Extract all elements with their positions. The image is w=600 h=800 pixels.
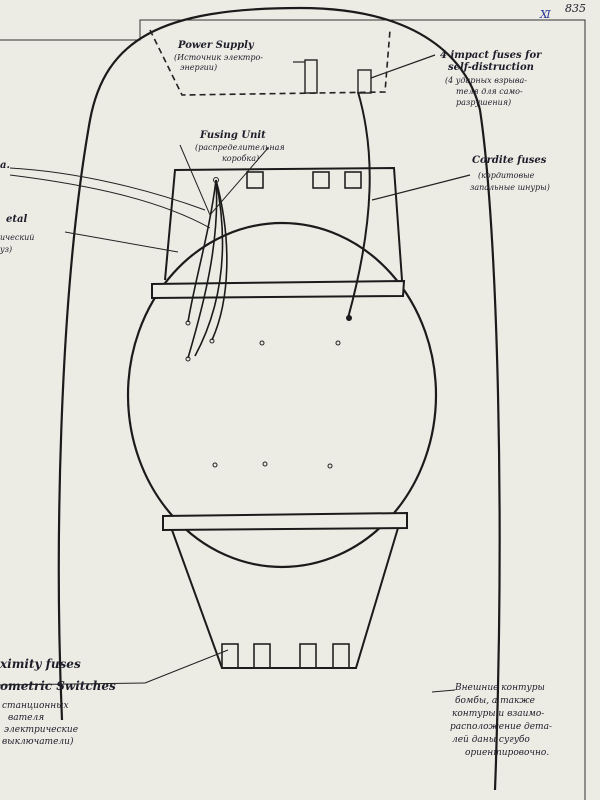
impact-fuses-label-2: self-distruction	[448, 62, 534, 73]
barometric-ru-3: электрические	[4, 725, 78, 735]
cordite-leader	[371, 174, 471, 201]
left-leader-a	[9, 167, 206, 211]
lower-plate	[162, 511, 408, 532]
left-leader-metal	[64, 231, 179, 253]
barometric-switch-notches	[221, 643, 350, 669]
left-edge-label-a: a.	[0, 160, 10, 171]
bomb-outer-contour	[57, 6, 501, 791]
fusing-unit-leader	[179, 144, 269, 216]
sphere-detonator-points	[212, 340, 341, 469]
metal-label: etal	[6, 214, 27, 225]
impact-fuses-ru-1: (4 ударных взрыва-	[445, 76, 527, 85]
fusing-unit-ru-2: коробка)	[222, 154, 259, 163]
barometric-switches-label: ometric Switches	[0, 679, 116, 693]
central-sphere	[126, 221, 438, 569]
note-line-4: расположение дета-	[450, 722, 552, 732]
proximity-leader	[144, 649, 229, 684]
power-supply-ru-2: энергии)	[180, 63, 217, 72]
page-frame	[0, 19, 586, 800]
barometric-ru-2: вателя	[8, 713, 44, 723]
cordite-fuses-ru-2: запальные шнуры)	[470, 183, 550, 192]
impact-fuses-leader	[370, 54, 436, 79]
fusing-unit-ru-1: (распределительная	[195, 143, 285, 152]
cordite-fuses-label: Cordite fuses	[472, 155, 547, 166]
fusing-unit-label: Fusing Unit	[199, 130, 266, 141]
power-supply-label: Power Supply	[177, 40, 255, 51]
upper-fuse-notches	[246, 171, 362, 189]
impact-fuses-ru-2: теля для само-	[456, 87, 523, 96]
impact-fuse-block-left	[304, 59, 318, 94]
note-line-5: лей даны сугубо	[452, 734, 530, 745]
wire-terminals	[185, 177, 219, 362]
barometric-ru-4: выключатели)	[2, 736, 74, 747]
note-line-3: контуры и взаимо-	[452, 709, 544, 719]
metal-ru-2: уз)	[0, 245, 12, 254]
fusing-unit-wires	[187, 179, 228, 359]
cordite-fuses-ru-1: (кордитовые	[478, 171, 535, 180]
note-line-1: Внешние контуры	[454, 683, 545, 693]
lower-trapezoid-housing	[171, 527, 399, 669]
page-number: 835	[565, 2, 586, 15]
left-leader-b	[9, 174, 211, 229]
power-supply-ru-1: (Источник электро-	[174, 53, 263, 62]
cordite-fuse-end	[346, 315, 352, 321]
power-supply-box	[149, 29, 391, 96]
barometric-ru-1: станционных	[2, 701, 69, 711]
impact-fuses-label-1: 4 impact fuses for	[440, 50, 542, 61]
proximity-underline	[0, 682, 146, 686]
note-line-2: бомбы, а также	[455, 695, 535, 706]
cordite-fuse-line	[347, 91, 371, 319]
proximity-fuses-label: ximity fuses	[0, 657, 81, 671]
impact-fuse-block-right	[357, 69, 372, 94]
page-mark: Ⅺ	[539, 8, 551, 21]
outline-note: Внешние контуры бомбы, а также контуры и…	[450, 683, 552, 758]
note-leader	[431, 689, 456, 693]
note-line-6: ориентировочно.	[465, 748, 549, 758]
metal-ru-1: ический	[0, 233, 34, 242]
impact-fuses-ru-3: разрушения)	[456, 98, 511, 107]
upper-trapezoid-housing	[164, 166, 403, 281]
upper-plate	[151, 279, 406, 300]
